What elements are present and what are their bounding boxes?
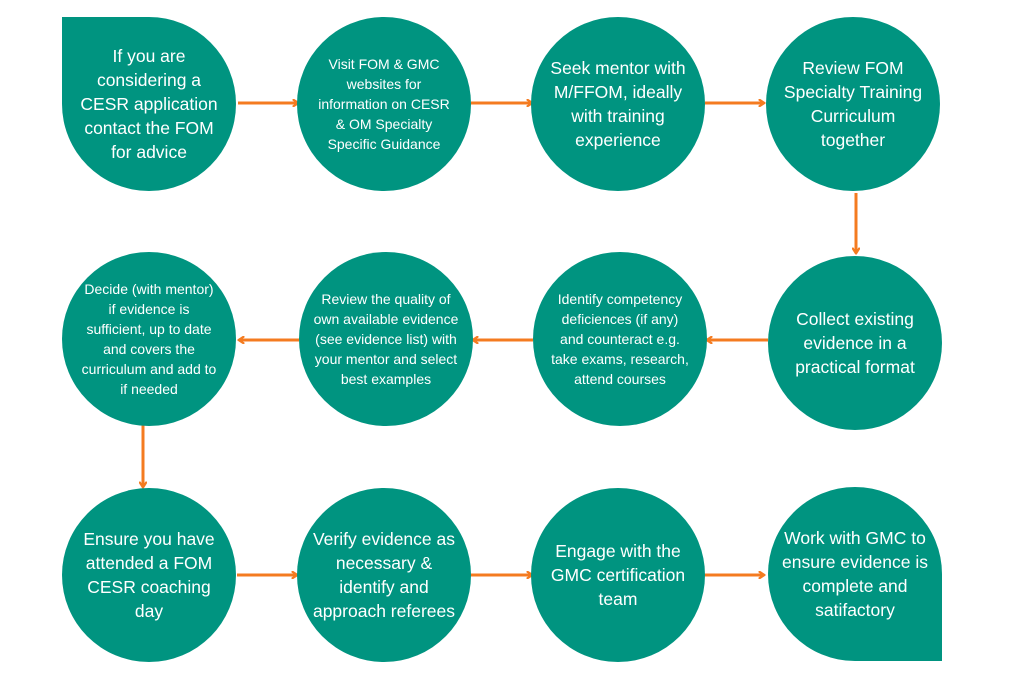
step-2-text: Visit FOM & GMC websites for information… <box>318 56 450 152</box>
step-9-text: Ensure you have attended a FOM CESR coac… <box>83 529 215 621</box>
step-10-verify-evidence: Verify evidence as necessary & identify … <box>297 488 471 662</box>
step-1-text: If you are considering a CESR applicatio… <box>80 46 218 162</box>
step-6-identify-deficiencies: Identify competency deficiences (if any)… <box>533 252 707 426</box>
step-12-work-with-gmc: Work with GMC to ensure evidence is comp… <box>768 487 942 661</box>
step-9-coaching-day: Ensure you have attended a FOM CESR coac… <box>62 488 236 662</box>
step-8-decide-with-mentor: Decide (with mentor) if evidence is suff… <box>62 252 236 426</box>
step-6-text: Identify competency deficiences (if any)… <box>551 291 689 387</box>
step-5-text: Collect existing evidence in a practical… <box>795 309 915 377</box>
step-5-collect-evidence: Collect existing evidence in a practical… <box>768 256 942 430</box>
step-7-text: Review the quality of own available evid… <box>313 291 459 387</box>
step-11-engage-gmc: Engage with the GMC certification team <box>531 488 705 662</box>
step-8-text: Decide (with mentor) if evidence is suff… <box>81 281 217 397</box>
step-4-text: Review FOM Specialty Training Curriculum… <box>783 58 923 150</box>
step-7-review-quality: Review the quality of own available evid… <box>299 252 473 426</box>
step-3-seek-mentor: Seek mentor with M/FFOM, ideally with tr… <box>531 17 705 191</box>
step-3-text: Seek mentor with M/FFOM, ideally with tr… <box>550 58 686 150</box>
step-12-text: Work with GMC to ensure evidence is comp… <box>782 528 928 620</box>
step-11-text: Engage with the GMC certification team <box>550 541 686 609</box>
step-1-consider-cesr: If you are considering a CESR applicatio… <box>62 17 236 191</box>
step-2-visit-websites: Visit FOM & GMC websites for information… <box>297 17 471 191</box>
step-4-review-curriculum: Review FOM Specialty Training Curriculum… <box>766 17 940 191</box>
step-10-text: Verify evidence as necessary & identify … <box>312 529 456 621</box>
